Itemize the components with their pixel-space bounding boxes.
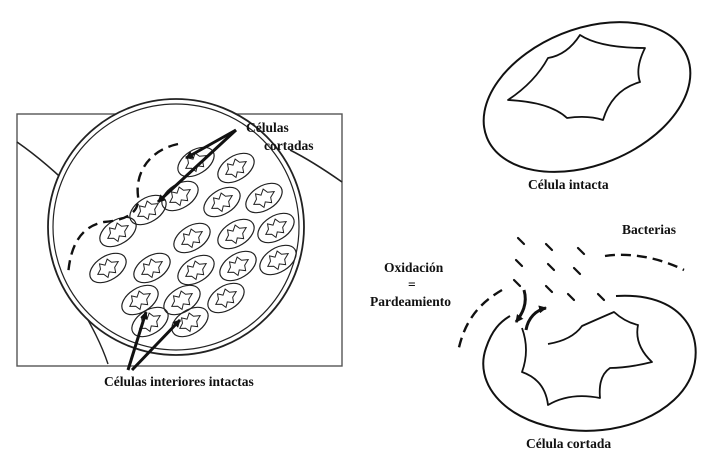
oxidation-label: Oxidación: [384, 260, 444, 275]
bacterium: [546, 286, 552, 292]
intact-cell-diagram: Célula intacta: [461, 0, 712, 201]
bacterium: [516, 260, 522, 266]
bacterium: [518, 238, 524, 244]
cut-cell-wall: [483, 296, 695, 431]
intact-cell-wall: [461, 0, 712, 201]
interior-cells-label: Células interiores intactas: [104, 374, 254, 389]
wall-fragment-dashed: [605, 255, 684, 270]
oxidation-equals: =: [408, 277, 416, 292]
bacterium: [598, 294, 604, 300]
bacterium: [546, 244, 552, 250]
cut-cell-diagram: Bacterias Oxidación = Pardeamiento Célul…: [370, 222, 696, 451]
bacterium: [548, 264, 554, 270]
bacterium: [574, 268, 580, 274]
bacteria-label: Bacterias: [622, 222, 676, 237]
bacterium: [578, 248, 584, 254]
tissue-edge-right: [290, 150, 342, 182]
intact-cell-label: Célula intacta: [528, 177, 609, 192]
oxidation-arrow-out: [526, 308, 546, 330]
cut-cells-label-2: cortadas: [264, 138, 314, 153]
oxidation-arrow-in: [516, 290, 525, 322]
bacteria-marks: [514, 238, 604, 300]
cut-cell-label: Célula cortada: [526, 436, 611, 451]
bacterium: [514, 280, 520, 286]
cut-cells-label: Células: [246, 120, 289, 135]
intact-cell-vacuole: [508, 35, 645, 120]
bacterium: [568, 294, 574, 300]
oxidation-arc-dashed: [458, 290, 502, 352]
cut-cell-vacuole: [522, 312, 652, 405]
oxidation-label-browning: Pardeamiento: [370, 294, 451, 309]
tissue-panel: Células cortadas Células interiores inta…: [17, 99, 342, 389]
